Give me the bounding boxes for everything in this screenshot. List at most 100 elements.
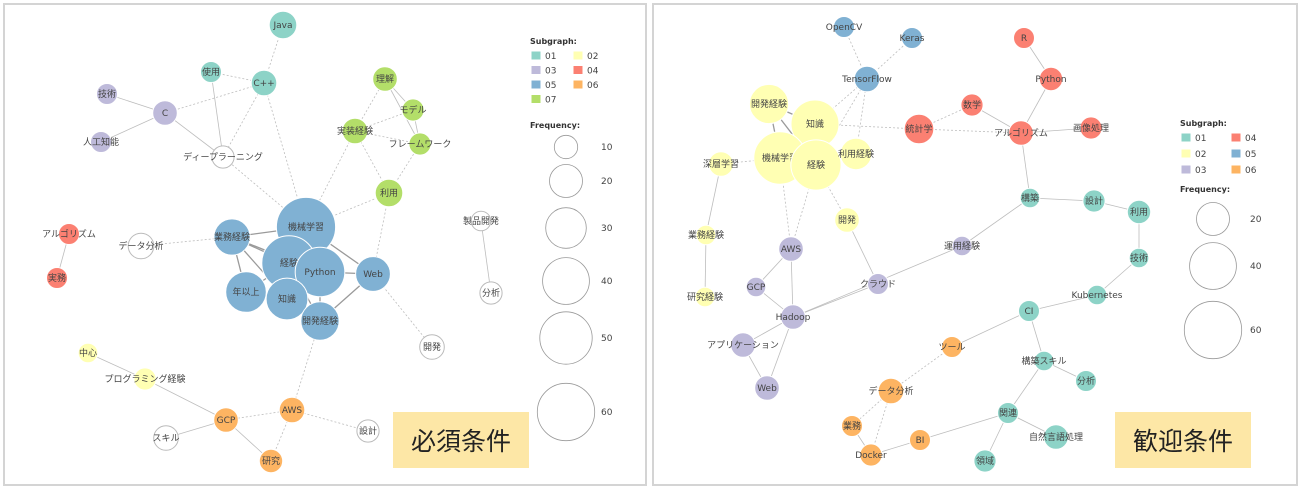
node-circle[interactable]: [96, 83, 118, 105]
node-circle[interactable]: [1043, 424, 1069, 450]
right-node-tf[interactable]: TensorFlow: [841, 65, 892, 93]
node-circle[interactable]: [1008, 120, 1034, 146]
node-circle[interactable]: [903, 113, 935, 145]
left-node-analysis[interactable]: 分析: [479, 281, 503, 305]
right-node-analysis[interactable]: 分析: [1075, 370, 1097, 392]
right-node-ci[interactable]: CI: [1018, 300, 1040, 322]
right-node-keras[interactable]: Keras: [900, 27, 925, 49]
node-circle[interactable]: [401, 98, 425, 122]
right-node-biz[interactable]: 業務: [841, 415, 863, 437]
node-circle[interactable]: [1079, 116, 1103, 140]
right-node-dl[interactable]: 深層学習: [703, 151, 739, 177]
right-node-related[interactable]: 関連: [997, 402, 1019, 424]
left-node-progexp[interactable]: プログラミング経験: [104, 367, 186, 391]
node-circle[interactable]: [419, 334, 445, 360]
right-node-tool[interactable]: ツール: [938, 336, 966, 358]
left-node-devexp[interactable]: 開発経験: [300, 301, 340, 341]
right-node-r[interactable]: R: [1013, 27, 1035, 49]
right-node-opencv[interactable]: OpenCV: [826, 16, 863, 38]
node-circle[interactable]: [833, 16, 855, 38]
right-node-algo[interactable]: アルゴリズム: [994, 120, 1048, 146]
node-circle[interactable]: [780, 304, 806, 330]
node-circle[interactable]: [859, 443, 883, 467]
node-circle[interactable]: [58, 223, 80, 245]
node-circle[interactable]: [695, 224, 717, 246]
left-node-dl[interactable]: ディープラーニング: [183, 145, 263, 169]
left-node-web[interactable]: Web: [355, 256, 391, 292]
left-node-know[interactable]: 知識: [265, 277, 309, 321]
left-node-center[interactable]: 中心: [77, 342, 99, 364]
node-circle[interactable]: [1018, 300, 1040, 322]
right-node-bi[interactable]: BI: [909, 429, 931, 451]
left-node-workexp[interactable]: 業務経験: [213, 218, 251, 256]
right-node-python[interactable]: Python: [1035, 66, 1067, 92]
left-node-reallife[interactable]: 実務: [46, 267, 68, 289]
right-node-stat[interactable]: 統計学: [903, 113, 935, 145]
node-circle[interactable]: [1019, 187, 1041, 209]
right-node-aws[interactable]: AWS: [778, 236, 804, 262]
left-node-dataanal[interactable]: データ分析: [118, 232, 164, 260]
node-circle[interactable]: [46, 267, 68, 289]
right-node-design[interactable]: 設計: [1082, 189, 1106, 213]
node-circle[interactable]: [200, 61, 222, 83]
node-circle[interactable]: [1013, 27, 1035, 49]
node-circle[interactable]: [1038, 66, 1064, 92]
left-node-under[interactable]: 理解: [372, 66, 398, 92]
right-node-domain[interactable]: 領域: [973, 449, 997, 473]
left-node-python[interactable]: Python: [294, 246, 346, 298]
left-node-cpp[interactable]: C++: [250, 69, 278, 97]
right-node-skill[interactable]: 構築スキル: [1021, 350, 1067, 372]
node-circle[interactable]: [867, 273, 889, 295]
node-circle[interactable]: [745, 276, 767, 298]
right-node-math[interactable]: 数学: [960, 93, 984, 117]
node-circle[interactable]: [909, 429, 931, 451]
node-circle[interactable]: [356, 419, 380, 443]
right-node-useexp[interactable]: 利用経験: [838, 137, 874, 171]
node-circle[interactable]: [1033, 350, 1055, 372]
left-node-ai[interactable]: 人工知能: [83, 131, 119, 153]
node-circle[interactable]: [372, 66, 398, 92]
node-circle[interactable]: [341, 117, 369, 145]
node-circle[interactable]: [1086, 284, 1108, 306]
left-node-tech[interactable]: 技術: [96, 83, 118, 105]
node-circle[interactable]: [694, 286, 716, 308]
node-circle[interactable]: [901, 27, 923, 49]
node-circle[interactable]: [213, 218, 251, 256]
left-node-research[interactable]: 研究: [258, 448, 284, 474]
left-node-java[interactable]: Java: [268, 10, 298, 40]
node-circle[interactable]: [877, 377, 905, 405]
node-circle[interactable]: [1082, 189, 1106, 213]
node-circle[interactable]: [470, 210, 492, 232]
node-circle[interactable]: [1075, 370, 1097, 392]
left-node-useage[interactable]: 利用: [374, 178, 404, 208]
right-node-exp[interactable]: 経験: [790, 139, 842, 191]
right-node-tech[interactable]: 技術: [1128, 247, 1150, 269]
node-circle[interactable]: [408, 132, 432, 156]
right-node-cloud[interactable]: クラウド: [860, 273, 896, 295]
right-node-k8s[interactable]: Kubernetes: [1072, 284, 1123, 306]
left-node-skill[interactable]: スキル: [152, 425, 180, 451]
right-node-research[interactable]: 研究経験: [687, 286, 723, 308]
node-circle[interactable]: [355, 256, 391, 292]
node-circle[interactable]: [268, 10, 298, 40]
right-node-build[interactable]: 構築: [1019, 187, 1041, 209]
node-circle[interactable]: [1128, 247, 1150, 269]
right-node-da[interactable]: データ分析: [868, 377, 914, 405]
node-circle[interactable]: [300, 301, 340, 341]
node-circle[interactable]: [153, 425, 179, 451]
node-circle[interactable]: [133, 367, 157, 391]
left-node-aws[interactable]: AWS: [278, 396, 306, 424]
left-node-product[interactable]: 製品開発: [463, 210, 499, 232]
node-circle[interactable]: [951, 235, 973, 257]
node-circle[interactable]: [152, 100, 178, 126]
left-node-gcp[interactable]: GCP: [213, 407, 239, 433]
node-circle[interactable]: [258, 448, 284, 474]
node-circle[interactable]: [778, 236, 804, 262]
node-circle[interactable]: [997, 402, 1019, 424]
node-circle[interactable]: [748, 83, 790, 125]
right-node-opexp[interactable]: 運用経験: [944, 235, 980, 257]
left-node-impl[interactable]: 実装経験: [337, 117, 373, 145]
node-circle[interactable]: [853, 65, 881, 93]
node-circle[interactable]: [960, 93, 984, 117]
right-node-docker[interactable]: Docker: [855, 443, 887, 467]
